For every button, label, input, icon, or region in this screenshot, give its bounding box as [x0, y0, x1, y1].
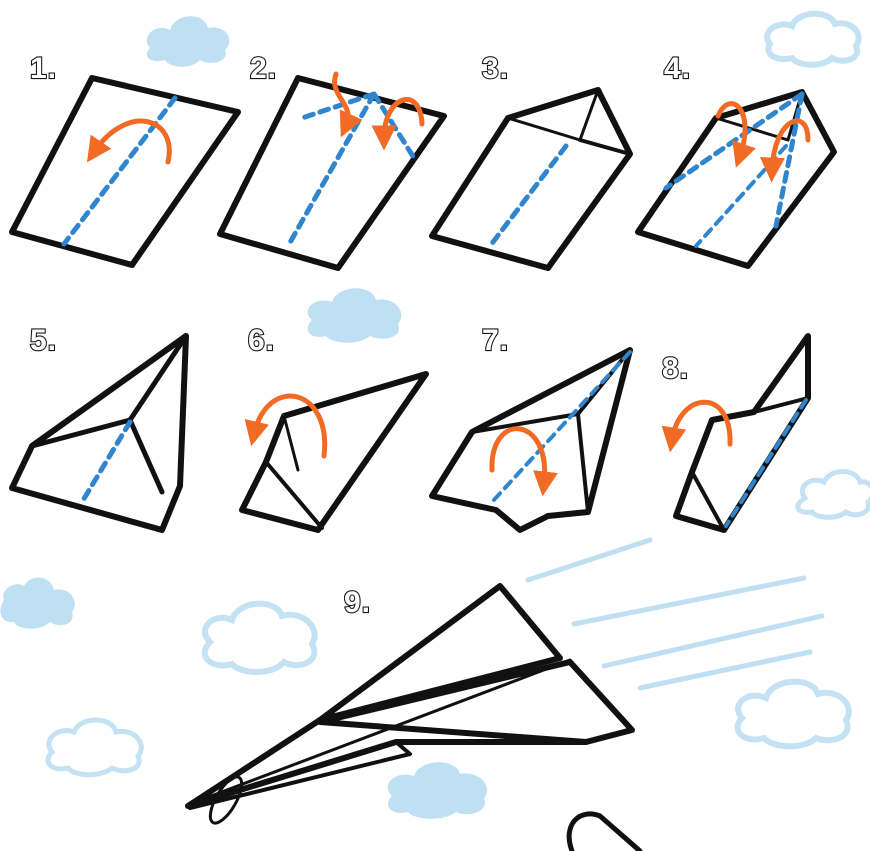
- paper-outline: [432, 90, 630, 268]
- cloud-icon: [738, 682, 849, 747]
- curved-arrow-icon: [254, 396, 325, 456]
- step-8-diagram: [672, 336, 808, 530]
- step-8-label: 8.: [662, 352, 689, 385]
- step-1-label: 1.: [30, 52, 57, 85]
- dashed-crease-icon: [82, 422, 130, 502]
- step-6-diagram: [242, 374, 426, 530]
- step-2-diagram: [220, 74, 444, 268]
- cloud-icon: [798, 472, 870, 518]
- paper-outline: [12, 78, 238, 265]
- dashed-crease-icon: [666, 94, 802, 188]
- step-4-diagram: [638, 92, 834, 266]
- fold-edge: [284, 416, 298, 470]
- step-9-plane: [188, 540, 822, 851]
- dashed-crease-icon: [726, 400, 806, 526]
- curved-arrow-icon: [335, 74, 349, 126]
- paper-outline: [432, 350, 630, 530]
- step-5-diagram: [12, 336, 186, 530]
- hand-outline: [569, 814, 640, 851]
- cloud-icon: [767, 14, 858, 65]
- step-7-label: 7.: [482, 324, 509, 357]
- cloud-icon: [0, 577, 74, 628]
- dashed-crease-icon: [490, 146, 566, 246]
- step-5-label: 5.: [30, 324, 57, 357]
- step-3-label: 3.: [482, 52, 509, 85]
- step-4-label: 4.: [664, 52, 691, 85]
- paper-outline: [12, 336, 186, 530]
- paper-outline: [638, 92, 834, 266]
- cloud-icon: [48, 720, 141, 775]
- cloud-icon: [308, 288, 402, 343]
- cloud-icon: [205, 604, 315, 672]
- fold-edge: [130, 420, 162, 492]
- paper-outline: [242, 374, 426, 530]
- step-1-diagram: [12, 78, 238, 265]
- step-6-label: 6.: [248, 324, 275, 357]
- cloud-icon: [388, 762, 487, 819]
- step-3-diagram: [432, 90, 630, 268]
- step-2-label: 2.: [250, 52, 277, 85]
- cloud-icon: [147, 16, 230, 67]
- fold-edge: [578, 414, 588, 512]
- plane-keel: [190, 742, 410, 808]
- step-9-label: 9.: [344, 586, 371, 619]
- dashed-crease-icon: [288, 94, 374, 246]
- step-7-diagram: [432, 350, 630, 530]
- dashed-crease-icon: [776, 94, 802, 226]
- curved-arrow-icon: [672, 402, 730, 444]
